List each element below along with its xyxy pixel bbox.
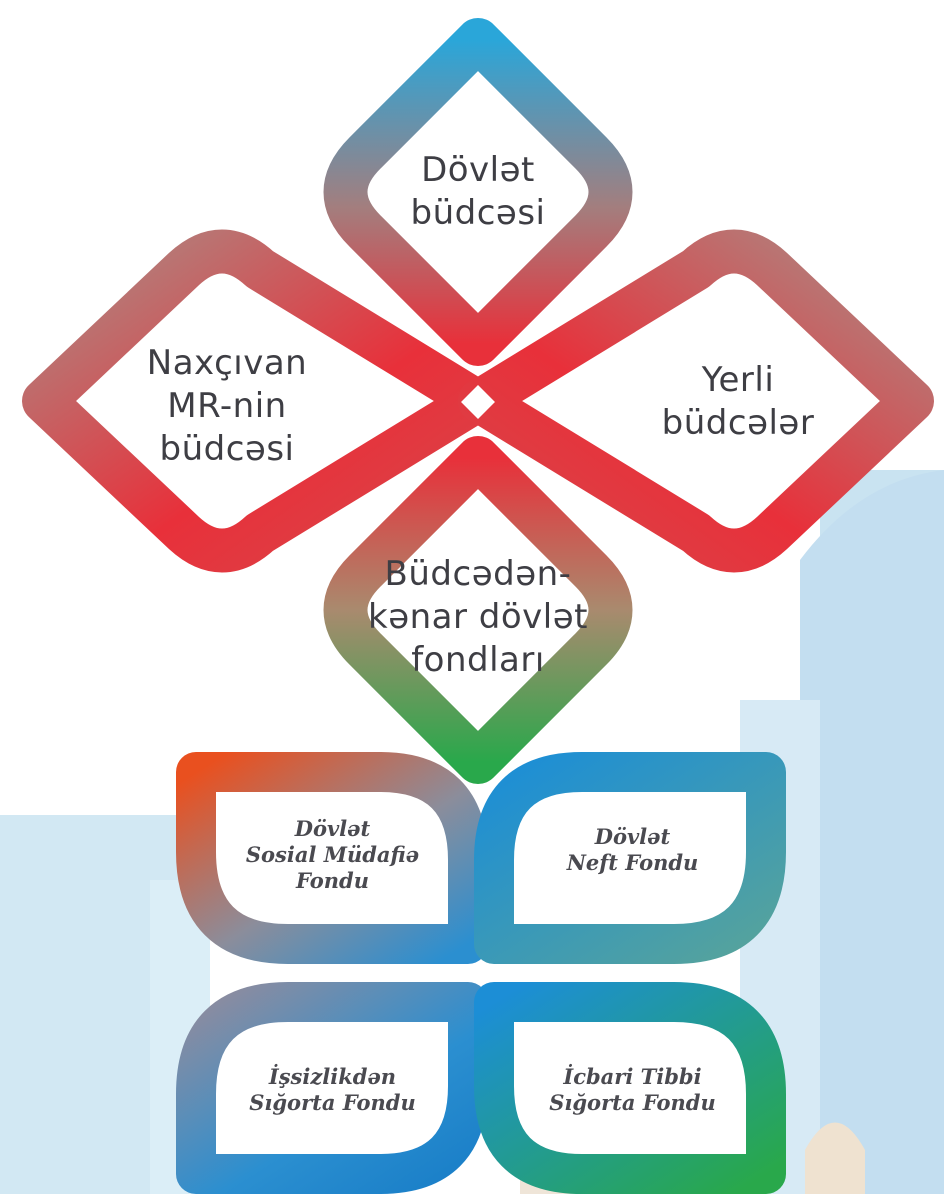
label-nakhchivan-budget: Naxçıvan MR-nin büdcəsi xyxy=(146,342,308,469)
budget-diamonds xyxy=(22,18,934,784)
diamond-extra-budgetary-funds xyxy=(323,436,633,784)
skyline-flame-tower xyxy=(800,470,944,1194)
label-social-protection-fund: Dövlət Sosial Müdafiə Fondu xyxy=(245,816,420,893)
petal-health-insurance xyxy=(474,982,786,1194)
petal-oil-fund xyxy=(474,752,786,964)
label-extra-budgetary-funds: Büdcədən- kənar dövlət fondları xyxy=(368,553,588,680)
skyline-dome xyxy=(805,1122,865,1194)
diamond-center-knot xyxy=(461,385,495,419)
label-state-budget: Dövlət büdcəsi xyxy=(410,150,546,233)
fund-petals xyxy=(176,752,786,1194)
label-oil-fund: Dövlət Neft Fondu xyxy=(566,824,699,875)
label-unemployment-fund: İşsizlikdən Sığorta Fondu xyxy=(249,1064,416,1115)
label-local-budgets: Yerli büdcələr xyxy=(661,360,815,443)
label-health-insurance-fund: İcbari Tibbi Sığorta Fondu xyxy=(549,1064,716,1115)
diamond-state-budget xyxy=(323,18,633,366)
petal-unemployment xyxy=(176,982,488,1194)
petal-social-protection xyxy=(176,752,488,964)
